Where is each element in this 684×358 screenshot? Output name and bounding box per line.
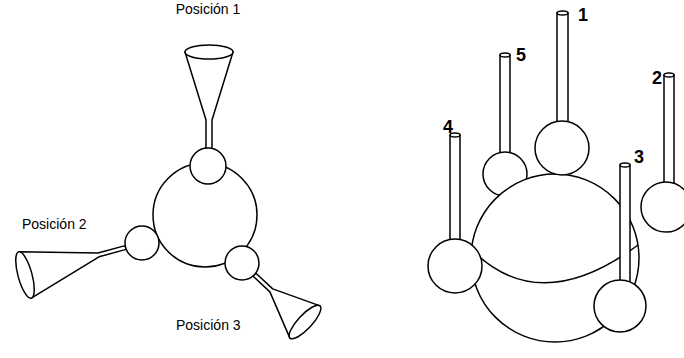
- callout-number: 1: [578, 6, 588, 26]
- ligand-atom: [535, 121, 589, 175]
- bond-stick: [620, 165, 630, 290]
- stick-cap: [500, 53, 510, 57]
- orbital-cone: [185, 52, 233, 150]
- ligand-atom: [594, 280, 646, 332]
- trigonal-view: [12, 45, 325, 343]
- callout-number: 2: [652, 69, 662, 89]
- orbital-cone: [253, 273, 320, 338]
- callout-number: 3: [634, 148, 644, 168]
- stick-cap: [557, 11, 568, 15]
- cone-opening: [285, 301, 325, 343]
- bond-stick: [557, 13, 568, 133]
- position-label: Posición 3: [176, 318, 241, 333]
- cone-opening: [12, 250, 38, 300]
- callout-number: 4: [443, 118, 453, 138]
- equator-line: [472, 245, 638, 283]
- ligand-atom: [641, 182, 684, 232]
- cone-opening: [185, 45, 233, 59]
- position-label: Posición 1: [176, 2, 241, 17]
- callout-number: 5: [516, 46, 526, 66]
- stick-cap: [620, 163, 630, 167]
- stick-cap: [664, 73, 674, 77]
- bond-stick: [664, 75, 674, 190]
- ligand-atom: [225, 246, 259, 280]
- pentagonal-view: [428, 11, 684, 342]
- bond-stick: [450, 135, 460, 255]
- position-label: Posición 2: [22, 217, 87, 232]
- ligand-atom: [125, 226, 159, 260]
- ligand-atom: [190, 148, 226, 184]
- ligand-atom: [428, 239, 482, 293]
